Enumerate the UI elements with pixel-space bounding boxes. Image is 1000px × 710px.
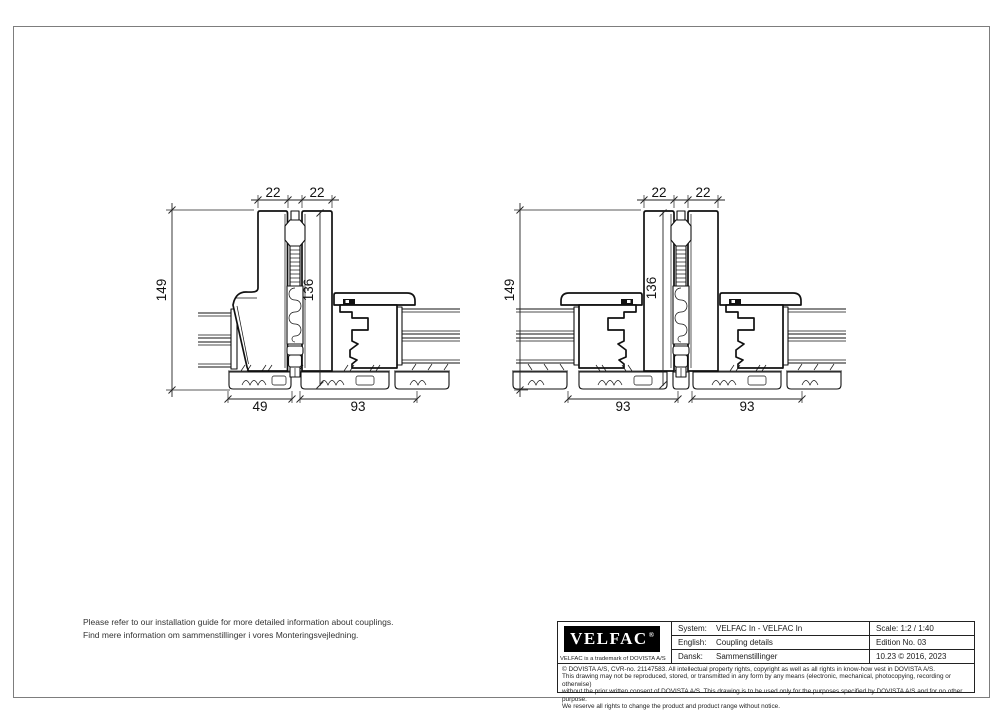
- page-border: [13, 26, 990, 698]
- system-row: System: VELFAC In - VELFAC In: [672, 622, 869, 636]
- dimensions-left-drawing: 22 22 149 136 49 93: [154, 185, 421, 414]
- dim-top-right: 22: [309, 185, 324, 200]
- drawing-frame-sash-coupling: 22 22 149 136 49 93: [154, 185, 461, 414]
- copyright-block: © DOVISTA A/S, CVR-no. 21147583. All int…: [558, 664, 974, 710]
- technical-drawings: 22 22 149 136 49 93: [154, 185, 847, 414]
- scale-row: Scale: 1:2 / 1:40: [870, 622, 974, 636]
- dim-bottom-left: 93: [615, 399, 630, 414]
- dim-bottom-right: 93: [739, 399, 754, 414]
- system-column: System: VELFAC In - VELFAC In English: C…: [672, 622, 870, 663]
- installation-note: Please refer to our installation guide f…: [83, 616, 393, 642]
- copyright-line: This drawing may not be reproduced, stor…: [562, 673, 951, 688]
- logo-cell: VELFAC® VELFAC is a trademark of DOVISTA…: [558, 622, 672, 663]
- system-label: System:: [678, 624, 707, 633]
- dansk-label: Dansk:: [678, 652, 703, 661]
- registered-mark: ®: [648, 630, 654, 639]
- logo-text: VELFAC: [570, 629, 648, 648]
- velfac-logo: VELFAC®: [564, 626, 660, 652]
- dansk-row: Dansk: Sammenstillinger: [672, 650, 869, 663]
- trademark-note: VELFAC is a trademark of DOVISTA A/S: [560, 656, 666, 662]
- dim-coupling-length: 136: [644, 277, 659, 300]
- dim-bottom-left: 49: [252, 399, 267, 414]
- english-label: English:: [678, 638, 707, 647]
- dansk-value: Sammenstillinger: [716, 652, 778, 661]
- title-block: VELFAC® VELFAC is a trademark of DOVISTA…: [557, 621, 975, 710]
- dim-top-right: 22: [695, 185, 710, 200]
- dimensions-right-drawing: 22 22 149 136 93 93: [502, 185, 806, 414]
- dim-height: 149: [154, 279, 169, 302]
- dim-coupling-length: 136: [301, 279, 316, 302]
- date-row: 10.23 © 2016, 2023: [876, 652, 947, 661]
- edition-row: Edition No. 03: [870, 636, 974, 650]
- copyright-line: © DOVISTA A/S, CVR-no. 21147583. All int…: [562, 666, 936, 673]
- drawing-sash-sash-coupling: 22 22 149 136 93 93: [502, 185, 847, 414]
- meta-column: Scale: 1:2 / 1:40 Edition No. 03 10.23 ©…: [870, 622, 974, 663]
- system-value: VELFAC In - VELFAC In: [716, 624, 803, 633]
- dim-top-left: 22: [265, 185, 280, 200]
- dim-top-left: 22: [651, 185, 666, 200]
- dim-height: 149: [502, 279, 517, 302]
- note-line-en: Please refer to our installation guide f…: [83, 617, 394, 627]
- english-value: Coupling details: [716, 638, 773, 647]
- english-row: English: Coupling details: [672, 636, 869, 650]
- note-line-da: Find mere information om sammenstillinge…: [83, 630, 359, 640]
- dim-bottom-right: 93: [350, 399, 365, 414]
- copyright-line: without the prior written consent of DOV…: [562, 688, 963, 703]
